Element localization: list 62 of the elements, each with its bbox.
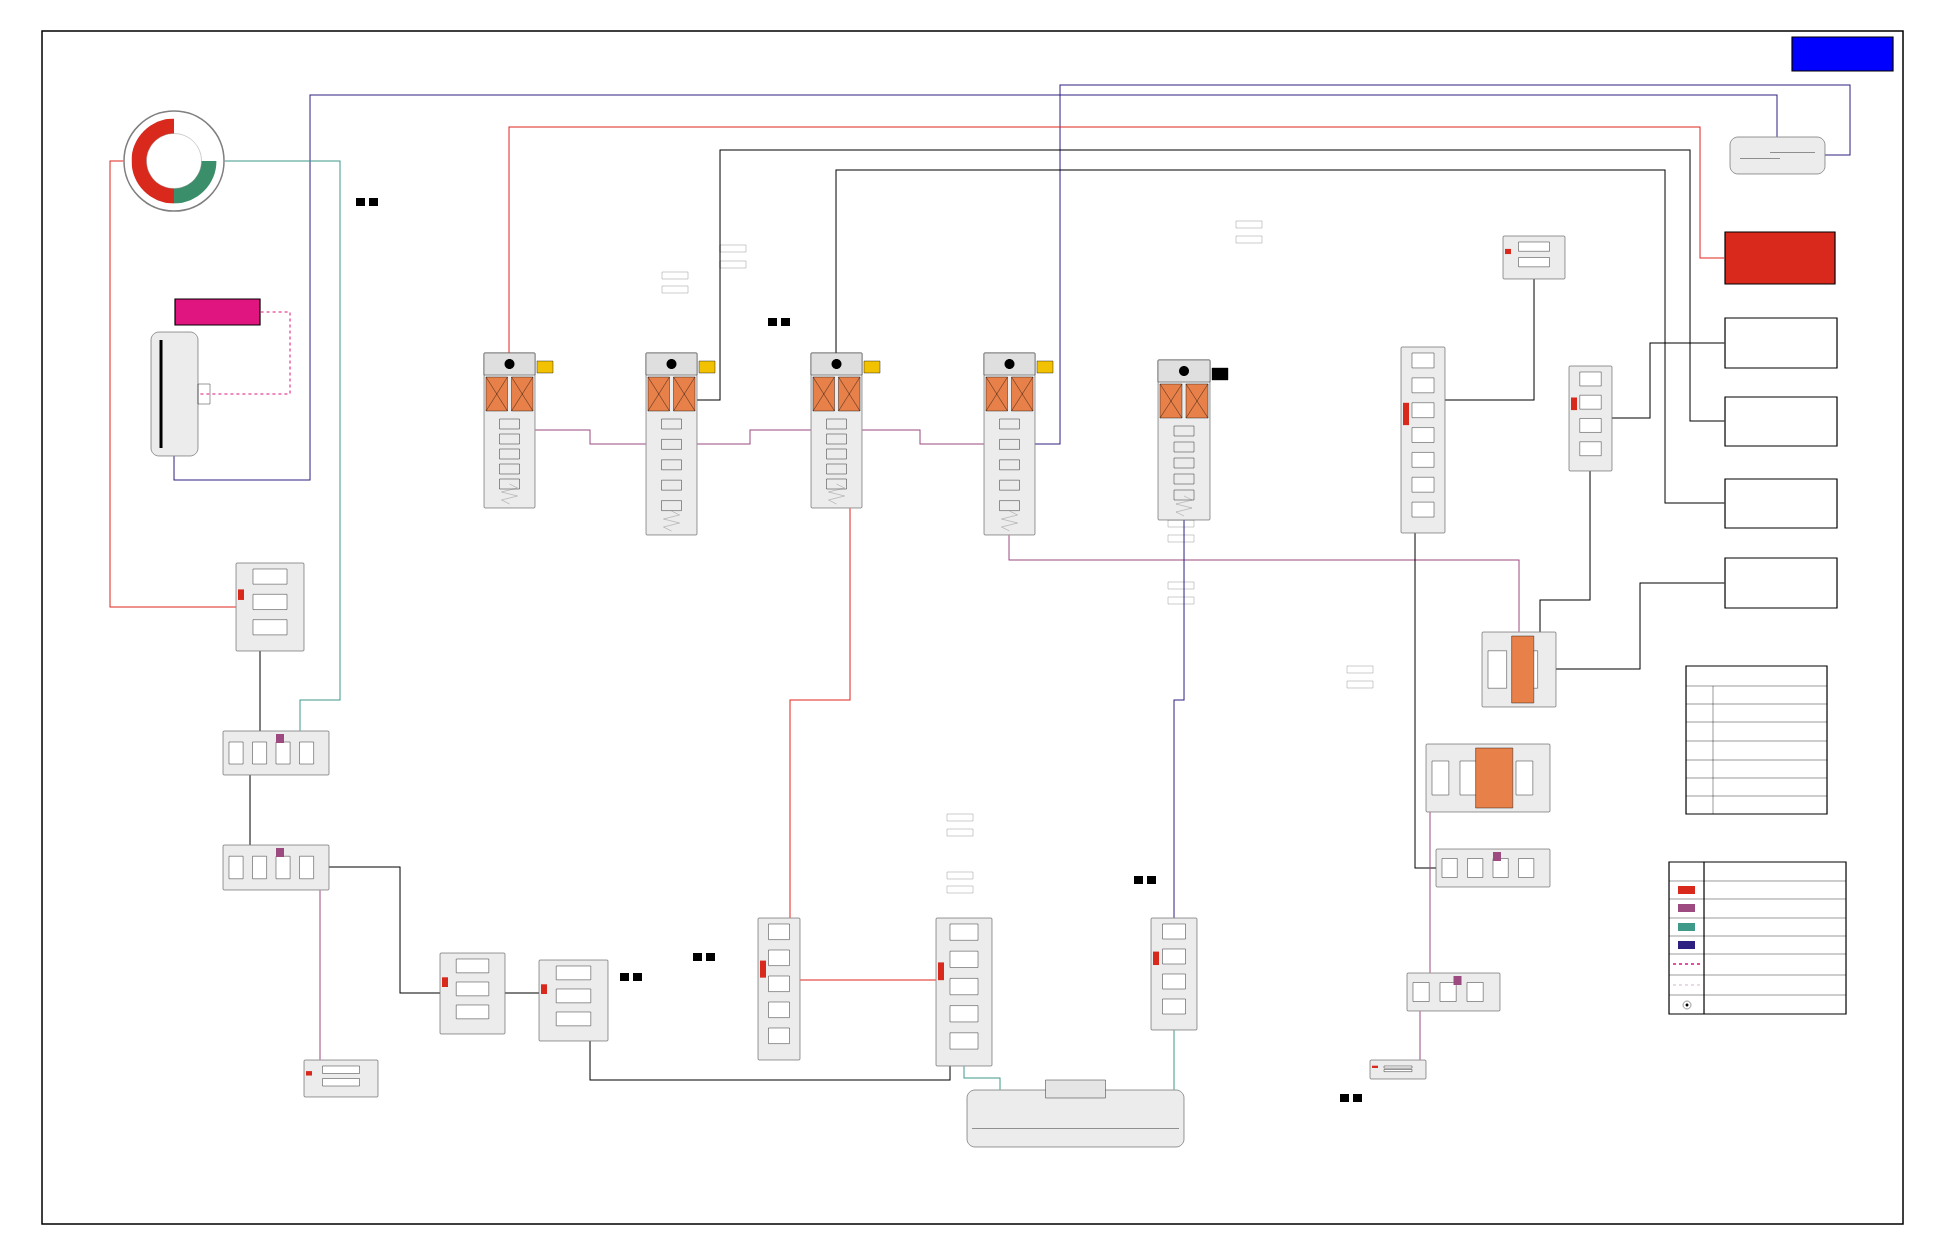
valve-drawing: [235, 562, 305, 652]
valve-drawing: [222, 730, 330, 776]
valve-drawing: [1502, 235, 1566, 280]
cooler-drawing: [1729, 136, 1826, 175]
solenoid-valve-drawing: [810, 352, 881, 509]
hydraulic-line: [249, 774, 251, 846]
valve-drawing: [538, 959, 609, 1042]
hydraulic-line: [1419, 1010, 1421, 1061]
solenoid-valve-drawing: [483, 352, 554, 509]
valve-drawing: [935, 917, 993, 1067]
solenoid-valve-drawing: [1481, 631, 1557, 708]
hydraulic-line: [534, 429, 647, 445]
solenoid-valve-drawing: [1157, 359, 1229, 521]
valve-drawing: [1406, 972, 1501, 1012]
hydraulic-line: [835, 169, 1725, 504]
hydraulic-line: [328, 866, 441, 994]
valve-drawing: [439, 952, 506, 1035]
hydraulic-line: [319, 889, 321, 1061]
hydraulic-line: [861, 429, 985, 445]
hydraulic-line: [508, 126, 1725, 354]
hydraulic-line: [1008, 534, 1520, 633]
solenoid-valve-drawing: [983, 352, 1054, 536]
hydraulic-line: [1173, 519, 1185, 919]
valve-drawing: [1435, 848, 1551, 888]
valve-drawing: [303, 1059, 379, 1098]
valve-drawing: [1400, 346, 1446, 534]
panel-box: [174, 298, 261, 326]
hydraulic-line: [1429, 811, 1431, 974]
hydraulic-line: [173, 94, 1778, 481]
panel-box: [1724, 557, 1838, 609]
hydraulic-line: [963, 1065, 1001, 1091]
panel-box: [1724, 396, 1838, 447]
clutch-drawing: [966, 1079, 1185, 1148]
hydraulic-line: [259, 650, 261, 732]
hydraulic-line: [789, 507, 851, 919]
valve-drawing: [1568, 365, 1613, 472]
hydraulic-line: [1611, 342, 1725, 419]
hydraulic-line: [1539, 470, 1591, 633]
solenoid-valve-drawing: [1425, 743, 1551, 813]
panel-box: [1724, 478, 1838, 529]
panel-box: [1724, 317, 1838, 369]
pump-gear-drawing: [123, 110, 225, 212]
hydraulic-line: [1555, 582, 1725, 670]
hydraulic-line: [1034, 84, 1851, 445]
valve-drawing: [757, 917, 801, 1061]
valve-drawing: [1369, 1059, 1427, 1080]
hydraulic-line: [224, 160, 341, 732]
hydraulic-line: [1414, 532, 1437, 869]
hydraulic-line: [696, 149, 1725, 422]
torque-converter-drawing: [150, 331, 211, 457]
valve-drawing: [222, 844, 330, 891]
panel-box: [1791, 36, 1894, 72]
solenoid-valve-drawing: [645, 352, 716, 536]
hydraulic-line: [504, 992, 540, 994]
hydraulic-line: [696, 429, 812, 445]
panel-box: [1724, 231, 1836, 285]
hydraulic-line: [799, 979, 937, 981]
valve-drawing: [1150, 917, 1198, 1031]
hydraulic-line: [589, 1040, 951, 1081]
hydraulic-line: [109, 160, 237, 608]
hydraulic-line: [1173, 1029, 1175, 1091]
hydraulic-line: [1444, 278, 1535, 401]
